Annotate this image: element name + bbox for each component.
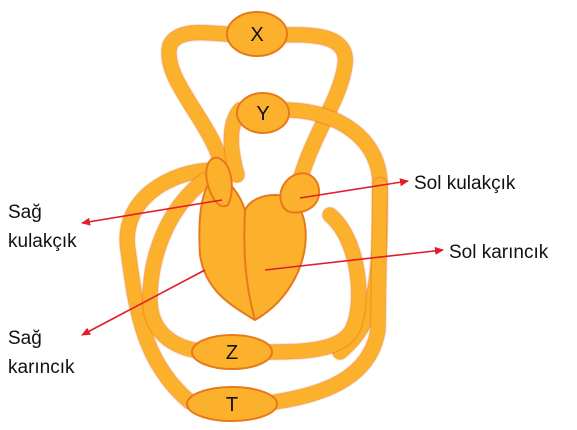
- heart: [199, 158, 319, 320]
- label-left-ventricle: Sol karıncık: [449, 242, 549, 263]
- label-right-atrium-line1: Sağ: [8, 202, 42, 223]
- node-x-label: X: [250, 24, 263, 46]
- label-right-ventricle-line2: karıncık: [8, 357, 75, 378]
- label-left-atrium: Sol kulakçık: [414, 173, 516, 194]
- node-z-label: Z: [226, 342, 238, 364]
- node-y-label: Y: [256, 103, 269, 125]
- label-right-atrium-line2: kulakçık: [8, 231, 77, 252]
- left-atrium-shape: [280, 173, 319, 212]
- label-right-ventricle-line1: Sağ: [8, 328, 42, 349]
- vessel-z-loop-left: [150, 180, 205, 352]
- node-t-label: T: [226, 394, 238, 416]
